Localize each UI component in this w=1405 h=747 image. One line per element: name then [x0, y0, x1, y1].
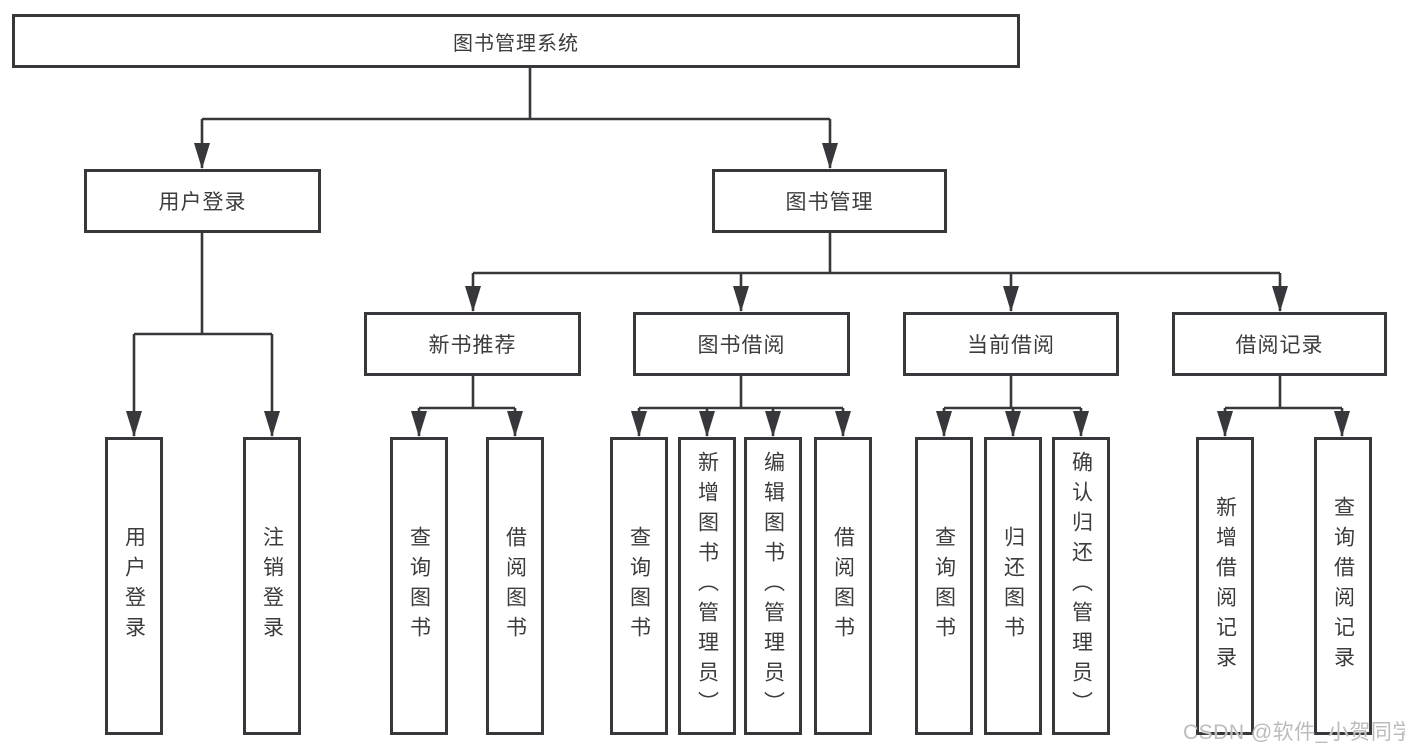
node-label: 图书管理系统: [453, 32, 579, 55]
node-label: 新书推荐: [428, 334, 517, 357]
node-cb-return-books: 归还图书: [984, 437, 1042, 735]
node-label: 编辑图书（管理员）: [761, 451, 785, 721]
node-label: 注销登录: [260, 526, 284, 646]
node-library-management-system: 图书管理系统: [12, 14, 1020, 68]
node-book-management: 图书管理: [712, 169, 947, 233]
node-label: 借阅图书: [503, 526, 527, 646]
node-cb-query-books: 查询图书: [915, 437, 973, 735]
node-new-book-recommend: 新书推荐: [364, 312, 581, 376]
node-label: 用户登录: [122, 526, 146, 646]
node-bb-add-books-admin: 新增图书（管理员）: [678, 437, 736, 735]
node-label: 归还图书: [1001, 526, 1025, 646]
node-label: 新增借阅记录: [1213, 496, 1237, 676]
node-label: 查询图书: [932, 526, 956, 646]
node-label: 查询图书: [407, 526, 431, 646]
node-label: 用户登录: [158, 191, 247, 214]
node-label: 查询图书: [627, 526, 651, 646]
node-bb-borrow-books: 借阅图书: [814, 437, 872, 735]
node-label: 查询借阅记录: [1331, 496, 1355, 676]
node-cb-confirm-return-admin: 确认归还（管理员）: [1052, 437, 1110, 735]
node-book-borrowing: 图书借阅: [633, 312, 850, 376]
node-nb-borrow-books: 借阅图书: [486, 437, 544, 735]
node-logout: 注销登录: [243, 437, 301, 735]
node-label: 图书借阅: [697, 334, 786, 357]
node-user-login: 用户登录: [84, 169, 321, 233]
node-label: 确认归还（管理员）: [1069, 451, 1093, 721]
node-label: 新增图书（管理员）: [695, 451, 719, 721]
node-borrowing-records: 借阅记录: [1172, 312, 1387, 376]
node-label: 当前借阅: [967, 334, 1055, 357]
node-br-query-record: 查询借阅记录: [1314, 437, 1372, 735]
csdn-watermark: CSDN @软件_小贺同学: [1183, 721, 1405, 744]
node-bb-query-books: 查询图书: [610, 437, 668, 735]
node-label: 图书管理: [785, 191, 874, 214]
node-label: 借阅记录: [1235, 334, 1324, 357]
node-br-add-record: 新增借阅记录: [1196, 437, 1254, 735]
node-label: 借阅图书: [831, 526, 855, 646]
node-current-borrowing: 当前借阅: [903, 312, 1119, 376]
node-user-login-leaf: 用户登录: [105, 437, 163, 735]
node-nb-query-books: 查询图书: [390, 437, 448, 735]
node-bb-edit-books-admin: 编辑图书（管理员）: [744, 437, 802, 735]
